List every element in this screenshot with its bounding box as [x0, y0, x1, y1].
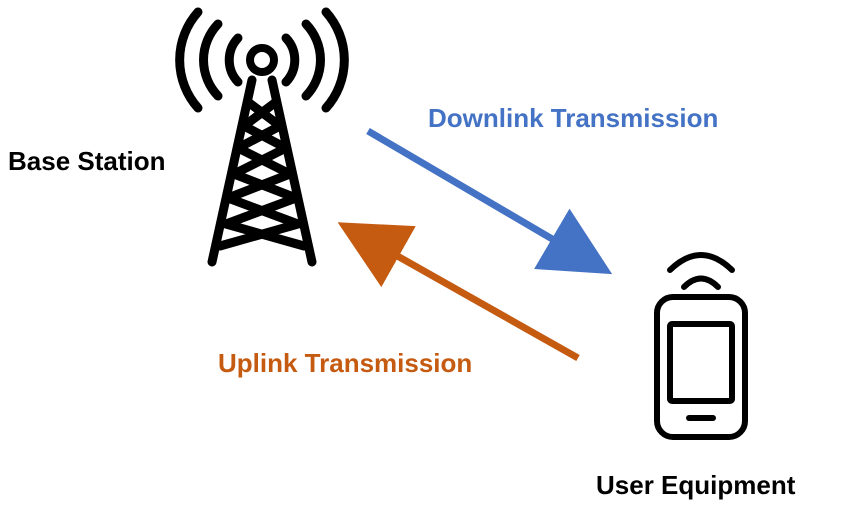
uplink-label: Uplink Transmission [218, 348, 473, 378]
downlink-arrow [366, 127, 613, 275]
cell-tower-icon [175, 7, 349, 267]
user-equipment-label: User Equipment [596, 470, 796, 500]
downlink-label: Downlink Transmission [428, 103, 719, 133]
base-station-label: Base Station [8, 146, 166, 176]
uplink-arrow [337, 222, 580, 362]
mobile-phone-icon [654, 252, 748, 440]
